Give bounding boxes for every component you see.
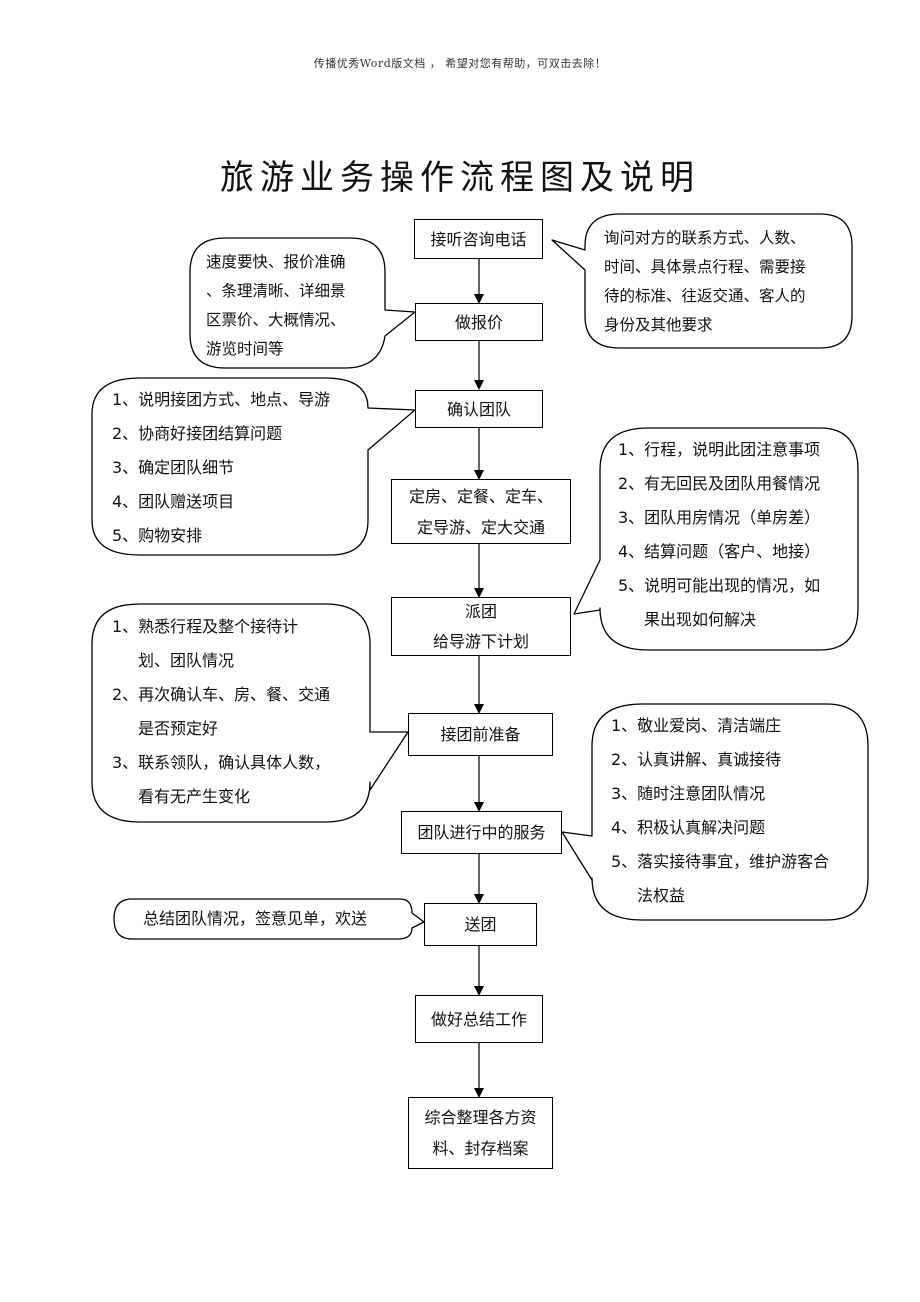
note-service-line-1: 1、敬业爱岗、清洁端庄: [611, 716, 782, 735]
step-dispatch-box: 派团 给导游下计划: [391, 597, 571, 656]
step-dispatch-line-1: 派团: [464, 601, 497, 621]
note-confirm-line-3: 3、确定团队细节: [112, 458, 235, 477]
step-summary-line-1: 做好总结工作: [430, 1009, 527, 1029]
note-send: 总结团队情况，签意见单，欢送: [143, 902, 367, 936]
note-confirm-line-5: 5、购物安排: [112, 526, 203, 545]
note-service-line-3: 3、随时注意团队情况: [611, 784, 766, 803]
step-service-line-1: 团队进行中的服务: [417, 823, 546, 842]
note-consult: 询问对方的联系方式、人数、 时间、具体景点行程、需要接 待的标准、往返交通、客人…: [604, 224, 806, 340]
note-consult-line-2: 时间、具体景点行程、需要接: [604, 258, 806, 276]
step-archive-box: 综合整理各方资 料、封存档案: [408, 1097, 553, 1169]
step-service-box: 团队进行中的服务: [401, 811, 562, 854]
note-dispatch-line-4: 4、结算问题（客户、地接）: [618, 542, 821, 561]
step-summary-box: 做好总结工作: [415, 995, 543, 1043]
note-consult-line-4: 身份及其他要求: [604, 316, 713, 334]
note-quote-line-4: 游览时间等: [206, 340, 284, 358]
note-confirm-line-1: 1、说明接团方式、地点、导游: [112, 390, 331, 409]
step-consult-box: 接听咨询电话: [414, 219, 543, 259]
callout-bubble-send: [113, 898, 425, 940]
note-prepare-line-6: 看有无产生变化: [138, 787, 251, 806]
note-quote-line-1: 速度要快、报价准确: [206, 253, 346, 271]
note-prepare: 1、熟悉行程及整个接待计 划、团队情况 2、再次确认车、房、餐、交通 是否预定好…: [112, 610, 330, 814]
note-prepare-line-3: 2、再次确认车、房、餐、交通: [112, 685, 331, 704]
note-consult-line-1: 询问对方的联系方式、人数、: [604, 229, 806, 247]
note-confirm-line-4: 4、团队赠送项目: [112, 492, 235, 511]
step-booking-line-2: 定导游、定大交通: [416, 517, 545, 537]
step-quote-box: 做报价: [415, 303, 543, 341]
callout-bubble-prepare: [91, 603, 409, 823]
note-service-line-5: 5、落实接待事宜，维护游客合: [611, 852, 830, 871]
step-booking-line-1: 定房、定餐、定车、: [408, 486, 553, 506]
callout-bubble-confirm: [91, 377, 416, 556]
callout-bubble-consult: [551, 213, 853, 349]
step-send-line-1: 送团: [464, 915, 497, 934]
diagram-title: 旅游业务操作流程图及说明: [220, 158, 700, 198]
page-header-note: 传播优秀Word版文档 ， 希望对您有帮助，可双击去除！: [313, 57, 607, 70]
step-prepare-line-1: 接团前准备: [440, 725, 521, 744]
step-quote-line-1: 做报价: [454, 312, 503, 332]
note-service-line-2: 2、认真讲解、真诚接待: [611, 750, 782, 769]
step-archive-line-2: 料、封存档案: [432, 1139, 529, 1158]
step-booking-box: 定房、定餐、定车、 定导游、定大交通: [391, 479, 571, 544]
note-quote: 速度要快、报价准确 、条理清晰、详细景 区票价、大概情况、 游览时间等: [206, 248, 346, 364]
callout-bubble-service: [561, 703, 869, 921]
note-service: 1、敬业爱岗、清洁端庄 2、认真讲解、真诚接待 3、随时注意团队情况 4、积极认…: [611, 709, 829, 913]
note-confirm: 1、说明接团方式、地点、导游 2、协商好接团结算问题 3、确定团队细节 4、团队…: [112, 383, 330, 553]
step-dispatch-line-2: 给导游下计划: [432, 631, 529, 651]
callout-bubble-dispatch: [573, 427, 859, 651]
step-confirm-line-1: 确认团队: [446, 399, 511, 419]
step-send-box: 送团: [424, 903, 537, 946]
note-quote-line-2: 、条理清晰、详细景: [206, 282, 346, 300]
step-prepare-box: 接团前准备: [408, 713, 553, 756]
note-dispatch: 1、行程，说明此团注意事项 2、有无回民及团队用餐情况 3、团队用房情况（单房差…: [618, 433, 820, 637]
note-dispatch-line-1: 1、行程，说明此团注意事项: [618, 440, 821, 459]
note-dispatch-line-3: 3、团队用房情况（单房差）: [618, 508, 821, 527]
callout-bubble-quote: [189, 237, 416, 369]
step-archive-line-1: 综合整理各方资: [424, 1108, 537, 1127]
step-consult-line-1: 接听咨询电话: [430, 229, 527, 249]
note-prepare-line-4: 是否预定好: [138, 719, 219, 738]
note-service-line-4: 4、积极认真解决问题: [611, 818, 766, 837]
note-prepare-line-1: 1、熟悉行程及整个接待计: [112, 617, 299, 636]
step-confirm-box: 确认团队: [415, 390, 543, 428]
note-confirm-line-2: 2、协商好接团结算问题: [112, 424, 283, 443]
note-dispatch-line-2: 2、有无回民及团队用餐情况: [618, 474, 821, 493]
note-dispatch-line-6: 果出现如何解决: [644, 610, 757, 629]
note-dispatch-line-5: 5、说明可能出现的情况，如: [618, 576, 821, 595]
note-prepare-line-5: 3、联系领队，确认具体人数，: [112, 753, 331, 772]
note-consult-line-3: 待的标准、往返交通、客人的: [604, 287, 806, 305]
note-quote-line-3: 区票价、大概情况、: [206, 311, 346, 329]
note-service-line-6: 法权益: [637, 886, 686, 905]
note-prepare-line-2: 划、团队情况: [138, 651, 235, 670]
note-send-line-1: 总结团队情况，签意见单，欢送: [143, 909, 368, 928]
